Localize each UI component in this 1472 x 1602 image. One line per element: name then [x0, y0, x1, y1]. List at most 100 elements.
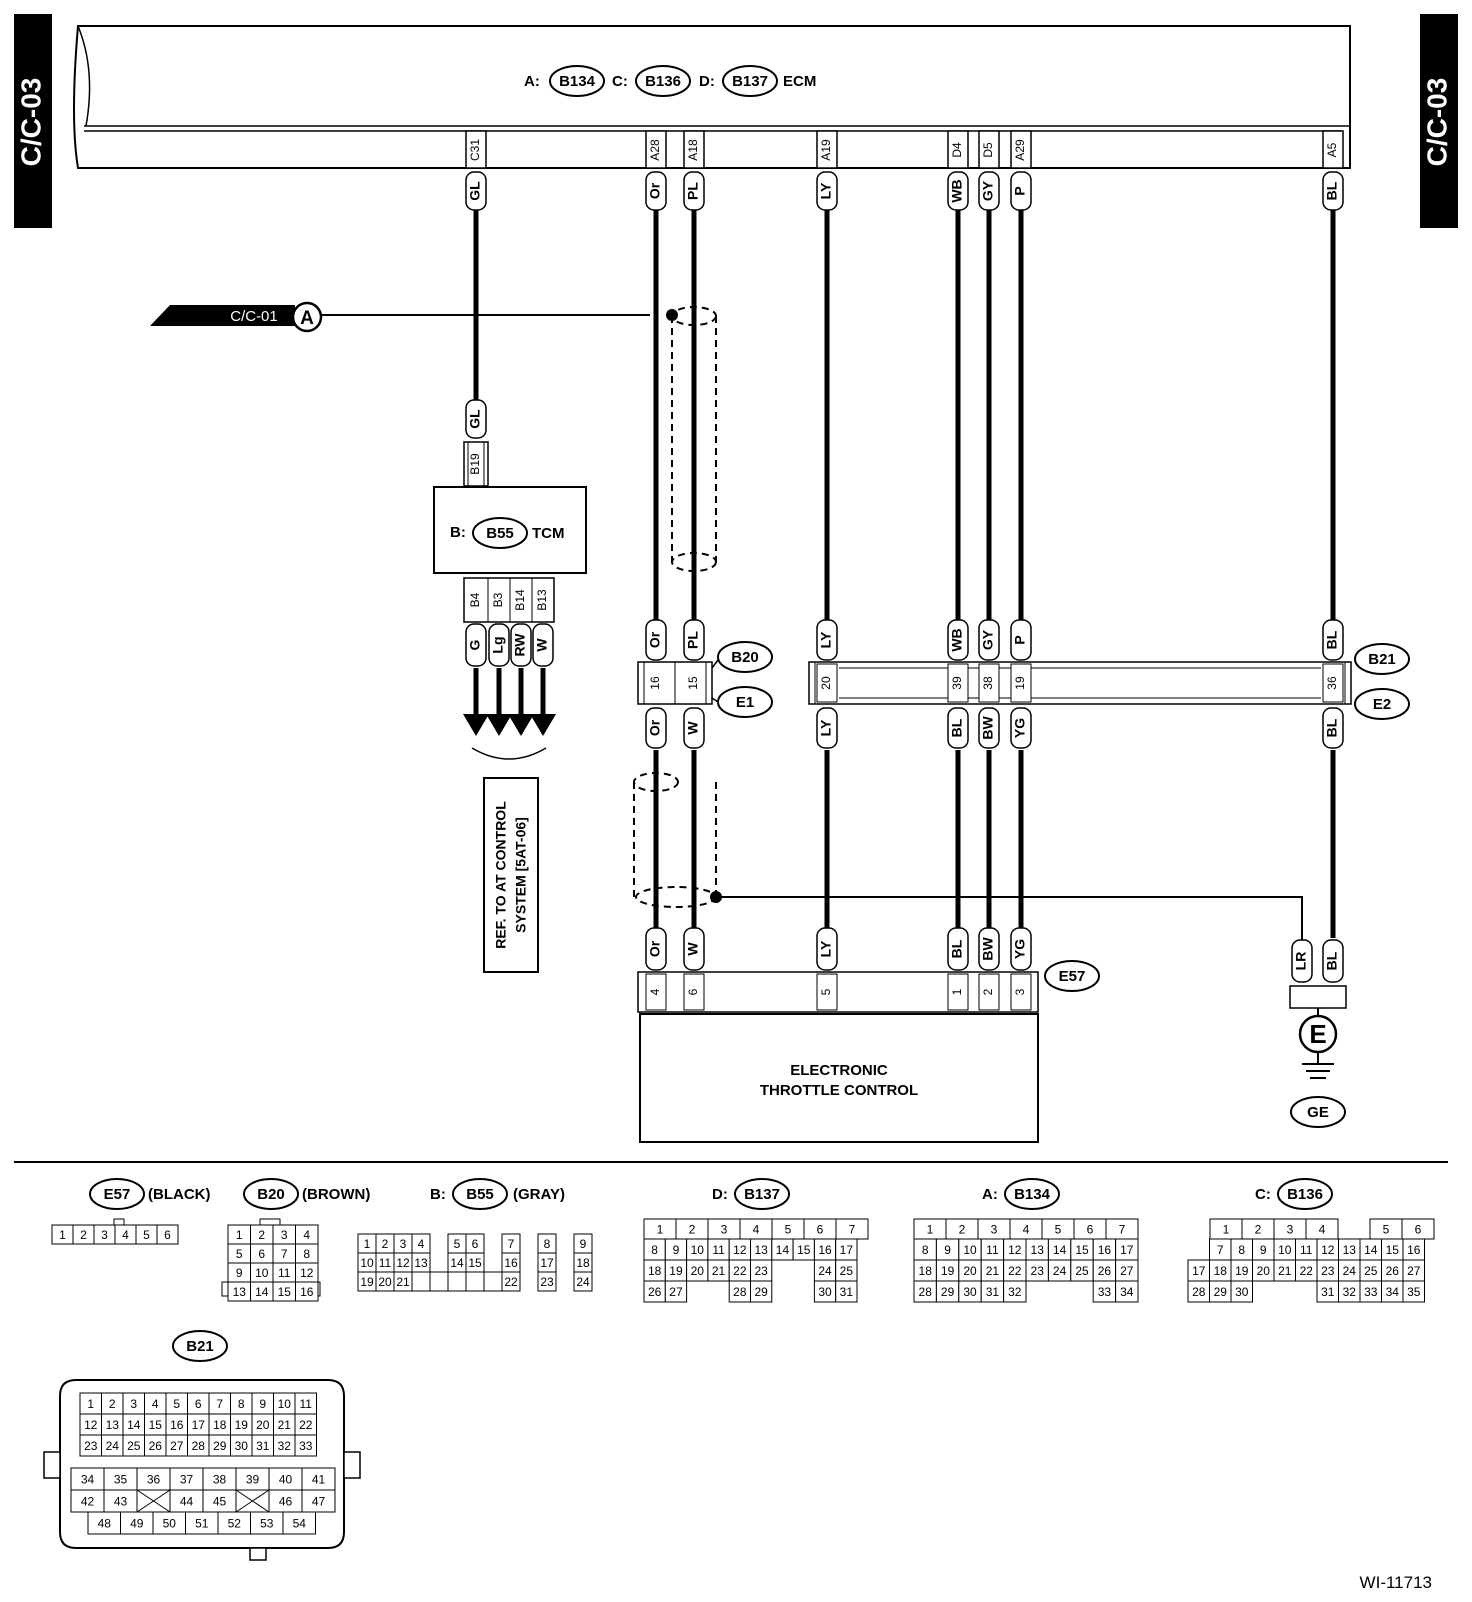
joint-pin: 15	[686, 676, 700, 690]
pin-number: 6	[472, 1237, 479, 1251]
pin-number: 2	[109, 1397, 116, 1411]
ground-e: LR BL E GE	[1289, 939, 1347, 1128]
pin-number: 21	[1278, 1264, 1292, 1278]
pin-number: 15	[1386, 1243, 1400, 1257]
pin-number: 17	[1120, 1243, 1134, 1257]
wire-color-tag: GY	[980, 629, 996, 650]
pin-number: 9	[944, 1243, 951, 1257]
pin-number: 20	[1257, 1264, 1271, 1278]
e57-pin: 1	[950, 988, 964, 995]
wire-color-tag: W	[685, 721, 701, 735]
pin-number: 5	[454, 1237, 461, 1251]
ecm-terminal: A29 P	[1010, 130, 1032, 211]
joint-label-bottom: E2	[1373, 696, 1391, 713]
pin-number: 6	[1415, 1223, 1422, 1237]
pin-number: 11	[379, 1256, 392, 1270]
pin-number: 16	[300, 1285, 314, 1299]
pin-number: 29	[941, 1285, 955, 1299]
pin-number: 9	[1260, 1243, 1267, 1257]
pin-number: 27	[1407, 1264, 1421, 1278]
pin-number: 11	[986, 1243, 999, 1257]
pin-number: 13	[1343, 1243, 1357, 1257]
ecm-terminal: A28 Or	[645, 130, 667, 211]
shield-lower	[633, 772, 717, 908]
pin-number: 11	[712, 1243, 725, 1257]
side-tab-right: C/C-03	[1420, 14, 1458, 228]
ecm-terminals: C31 GL A28 Or A18 PL A19 LY D4 WB	[465, 130, 1344, 211]
pin-number: 12	[84, 1418, 98, 1432]
pin-number: 36	[147, 1473, 161, 1487]
joint-connector-b21-e2: LY WB GY P BL 20 39 38 19 36 LY BL BW YG…	[808, 619, 1410, 749]
pin-number: 35	[114, 1473, 128, 1487]
wire-color-tag: Or	[647, 719, 663, 736]
joint-pin: 16	[648, 676, 662, 690]
wire-color-tag: WB	[949, 179, 965, 202]
pin-number: 32	[1008, 1285, 1022, 1299]
pin-number: 22	[733, 1264, 747, 1278]
e57-title-line2: THROTTLE CONTROL	[760, 1082, 918, 1099]
pin-number: 25	[1075, 1264, 1089, 1278]
e57-pin: 6	[686, 988, 700, 995]
legend-e57-color: (BLACK)	[148, 1186, 210, 1203]
pin-number: 14	[255, 1285, 269, 1299]
joint-pin: 19	[1013, 676, 1027, 690]
pin-number: 51	[195, 1517, 209, 1531]
legend-b21-name: B21	[186, 1338, 214, 1355]
ecm-terminal: A19 LY	[816, 130, 838, 211]
wire-color-tag: GY	[980, 180, 996, 201]
pin-number: 23	[1031, 1264, 1045, 1278]
legend-b55-name: B55	[466, 1186, 494, 1203]
legend-e57-name: E57	[104, 1186, 131, 1203]
pin-number: 20	[691, 1264, 705, 1278]
joint-label-bottom: E1	[736, 694, 754, 711]
pin-number: 24	[106, 1439, 120, 1453]
tcm-pin: B13	[535, 589, 549, 611]
pin-number: 2	[689, 1223, 696, 1237]
side-tab-left: C/C-03	[14, 14, 52, 228]
pin-number: 2	[382, 1237, 389, 1251]
ground-symbol: E	[1309, 1019, 1326, 1049]
pin-number: 3	[101, 1228, 108, 1242]
pin-number: 20	[378, 1275, 392, 1289]
pin-number: 7	[281, 1247, 288, 1261]
pin-number: 15	[1075, 1243, 1089, 1257]
legend-b137-name: B137	[744, 1186, 780, 1203]
pin-number: 23	[540, 1275, 554, 1289]
pin-cell	[411, 1271, 431, 1292]
pin-number: 5	[1055, 1223, 1062, 1237]
pin-number: 25	[127, 1439, 141, 1453]
pin-number: 16	[1098, 1243, 1112, 1257]
pin-number: 46	[279, 1495, 293, 1509]
tcm-upper-color: GL	[467, 409, 483, 429]
pin-number: 17	[540, 1256, 554, 1270]
pin-number: 54	[293, 1517, 307, 1531]
pin-number: 6	[164, 1228, 171, 1242]
pin-number: 12	[1008, 1243, 1022, 1257]
pin-number: 43	[114, 1495, 128, 1509]
pin-number: 28	[733, 1285, 747, 1299]
pin-cell	[301, 1489, 336, 1513]
pin-cell	[429, 1271, 449, 1292]
ecm-prefix-c: C:	[612, 73, 628, 90]
pin-number: 27	[669, 1285, 683, 1299]
tcm: GL B19 B: B55 TCM B4 B3 B14 B13 G Lg RW …	[433, 399, 587, 973]
ecm-terminal-label: A28	[648, 139, 662, 161]
pin-number: 18	[576, 1256, 590, 1270]
pin-number: 27	[170, 1439, 184, 1453]
pin-number: 28	[192, 1439, 206, 1453]
pin-number: 24	[576, 1275, 590, 1289]
electronic-throttle-control: Or W LY BL BW YG 4 6 5 1 2 3 E57 ELECTRO…	[637, 927, 1100, 1143]
wire-color-tag: BL	[1324, 951, 1340, 970]
pin-number: 26	[1098, 1264, 1112, 1278]
pin-number: 39	[246, 1473, 260, 1487]
pin-number: 10	[1278, 1243, 1292, 1257]
pin-cell	[465, 1271, 485, 1292]
wire-color-tag: BL	[1324, 630, 1340, 649]
wire-color-tag: PL	[685, 182, 701, 200]
pin-number: 2	[80, 1228, 87, 1242]
e57-pin: 5	[819, 988, 833, 995]
